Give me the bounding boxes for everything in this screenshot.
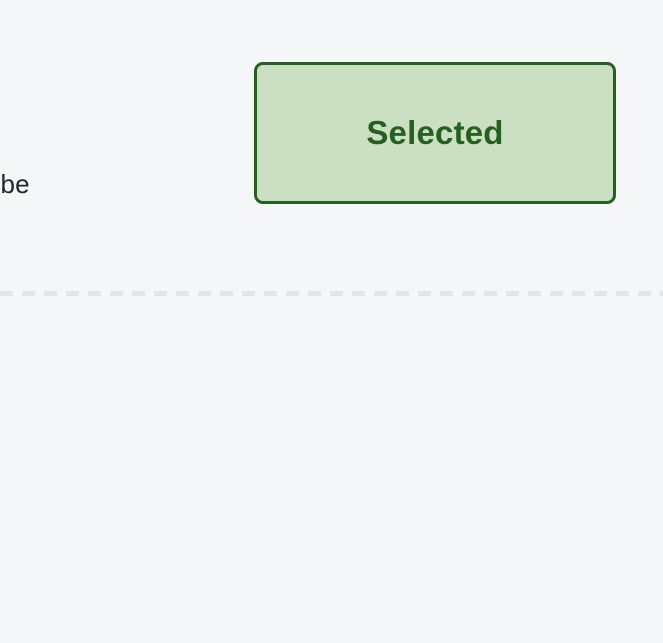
item-description: ce can be ation.	[0, 157, 156, 265]
description-line: ation.	[0, 211, 156, 265]
selected-button[interactable]: Selected	[254, 62, 616, 204]
dashed-divider	[0, 291, 663, 296]
list-item: ession 2 Big Idea of alues) and Select	[0, 302, 663, 643]
description-line: ce can be	[0, 169, 30, 199]
list-item: ce can be ation. Selected	[0, 0, 663, 293]
